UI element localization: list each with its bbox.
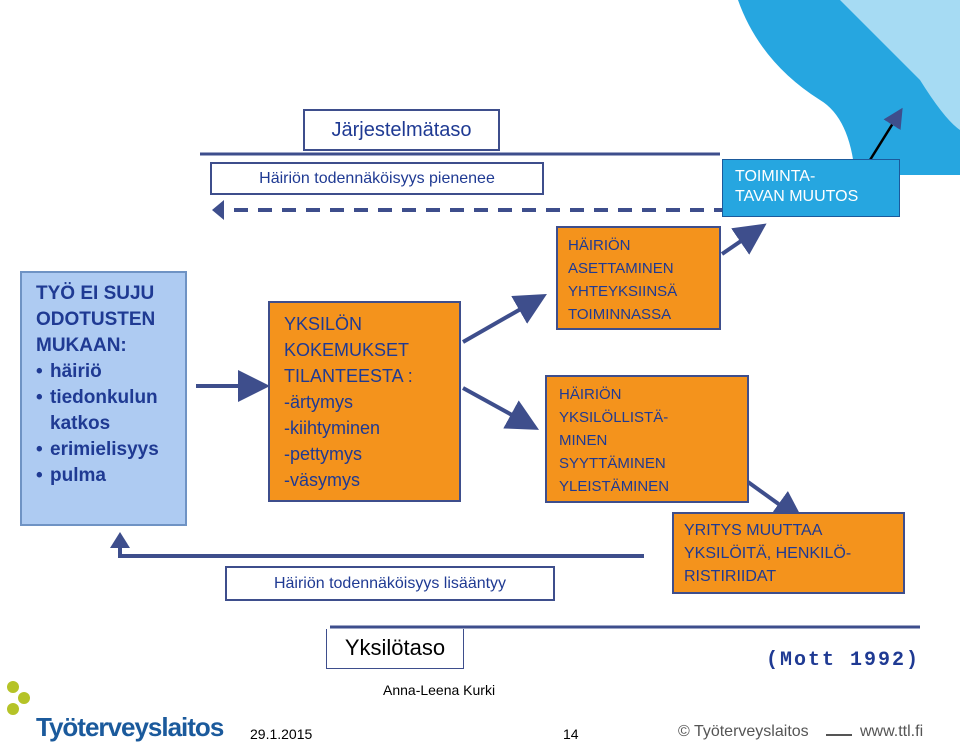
individual-experiences-box: YKSILÖN KOKEMUKSET TILANTEESTA : -ärtymy… xyxy=(268,301,461,502)
list-item: -kiihtyminen xyxy=(284,418,381,438)
footer-author: Anna-Leena Kurki xyxy=(383,682,496,698)
list-item: erimielisyys xyxy=(36,437,179,463)
list-item: -ärtymys xyxy=(284,392,353,412)
probability-decreases-label: Häiriön todennäköisyys pienenee xyxy=(210,162,544,195)
decoration-shape-light xyxy=(840,0,960,130)
work-not-going-box: TYÖ EI SUJU ODOTUSTEN MUKAAN: häiriö tie… xyxy=(20,271,187,526)
footer-url: www.ttl.fi xyxy=(860,723,924,740)
joint-activity-box: HÄIRIÖN ASETTAMINEN YHTEYKSIINSÄ TOIMINN… xyxy=(556,226,721,330)
footer-copyright: © Työterveyslaitos xyxy=(678,723,809,740)
logo-text: Työterveyslaitos xyxy=(36,712,224,742)
list-item: -väsymys xyxy=(284,470,360,490)
change-of-practice-box: TOIMINTA- TAVAN MUUTOS xyxy=(722,159,900,217)
corner-decoration xyxy=(738,0,960,175)
individual-experiences-title: YKSILÖN KOKEMUKSET TILANTEESTA : xyxy=(284,314,413,386)
probability-increases-label: Häiriön todennäköisyys lisääntyy xyxy=(225,566,555,601)
work-not-going-list: häiriö tiedonkulun katkos erimielisyys p… xyxy=(36,359,179,489)
list-item: -pettymys xyxy=(284,444,363,464)
list-item: pulma xyxy=(36,463,179,489)
arrow-up-from-change xyxy=(868,107,903,161)
system-level-label: Järjestelmätaso xyxy=(303,109,500,151)
footer-page-number: 14 xyxy=(563,726,579,742)
arrow-to-change xyxy=(720,223,767,256)
feedback-line xyxy=(118,546,644,558)
work-not-going-title: TYÖ EI SUJU ODOTUSTEN MUKAAN: xyxy=(36,283,156,356)
citation: (Mott 1992) xyxy=(766,649,921,672)
personalisation-box: HÄIRIÖN YKSILÖLLISTÄ- MINEN SYYTTÄMINEN … xyxy=(545,375,749,503)
list-item: tiedonkulun katkos xyxy=(36,385,179,437)
list-item: häiriö xyxy=(36,359,179,385)
company-changes-box: YRITYS MUUTTAA YKSILÖITÄ, HENKILÖ- RISTI… xyxy=(672,512,905,594)
arrow-to-joint xyxy=(462,294,547,344)
feedback-arrow-head xyxy=(110,532,130,548)
arrow-to-personal xyxy=(462,386,540,430)
dashed-arrow-head xyxy=(212,200,224,220)
logo: Työterveyslaitos xyxy=(0,678,224,746)
footer-divider xyxy=(826,734,852,736)
footer-date: 29.1.2015 xyxy=(250,726,313,742)
logo-mark-icon xyxy=(7,681,30,715)
individual-level-label: Yksilötaso xyxy=(326,629,464,669)
